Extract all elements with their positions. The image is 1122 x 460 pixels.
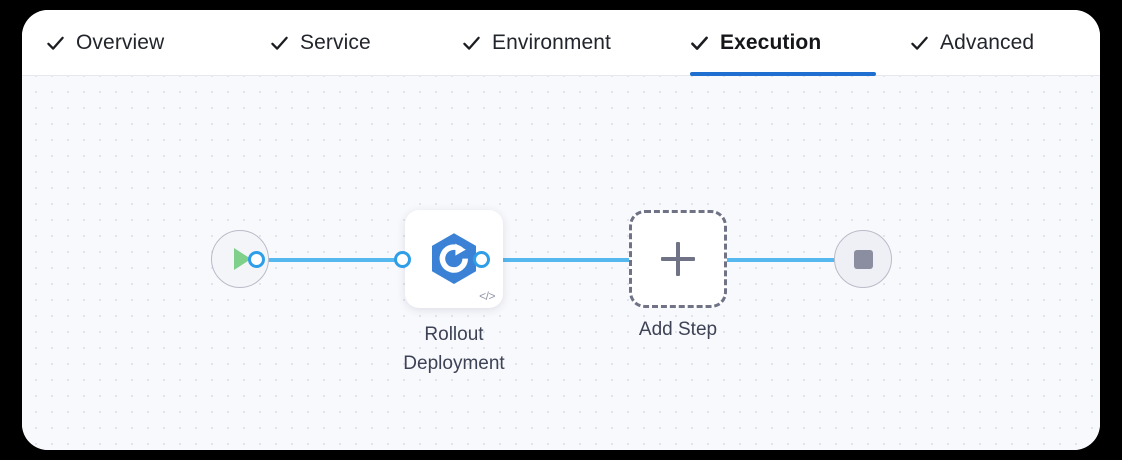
pipeline-edge <box>478 258 684 262</box>
connector-port-step-input[interactable] <box>394 251 411 268</box>
step-label-line-2: Deployment <box>403 353 505 374</box>
add-step-button[interactable] <box>629 210 727 308</box>
tab-environment[interactable]: Environment <box>462 10 652 76</box>
tab-label: Advanced <box>940 31 1035 54</box>
check-icon <box>462 34 481 53</box>
connector-port-start-output[interactable] <box>248 251 265 268</box>
tab-execution[interactable]: Execution <box>690 10 876 76</box>
code-badge-icon: </> <box>479 289 495 303</box>
pipeline-start-node[interactable] <box>211 230 269 288</box>
wizard-tab-bar: Overview Service Environment <box>22 10 1100 76</box>
check-icon <box>910 34 929 53</box>
pipeline-edge <box>253 258 409 262</box>
tab-label: Execution <box>720 31 822 54</box>
check-icon <box>46 34 65 53</box>
pipeline-step-node-rollout-deployment[interactable]: </> <box>405 210 503 308</box>
plus-icon <box>661 242 695 276</box>
rollout-deployment-icon <box>405 210 503 308</box>
tab-label: Service <box>300 31 371 54</box>
check-icon <box>270 34 289 53</box>
add-step-label: Add Step <box>638 319 718 340</box>
pipeline-canvas[interactable]: </> Rollout Deployment Add Step <box>22 76 1100 450</box>
pipeline-edge <box>704 258 868 262</box>
check-icon <box>690 34 709 53</box>
tab-advanced[interactable]: Advanced <box>910 10 1072 76</box>
pipeline-step-node-label: Rollout Deployment <box>355 320 553 378</box>
tab-label: Overview <box>76 31 165 54</box>
play-icon <box>234 248 251 270</box>
wizard-card: Overview Service Environment <box>22 10 1100 450</box>
pipeline-end-node[interactable] <box>834 230 892 288</box>
tab-service[interactable]: Service <box>270 10 408 76</box>
tab-active-underline <box>690 72 876 76</box>
connector-port-step-output[interactable] <box>473 251 490 268</box>
stop-icon <box>853 249 873 269</box>
tab-label: Environment <box>492 31 611 54</box>
step-label-line-1: Rollout <box>424 324 484 345</box>
tab-overview[interactable]: Overview <box>46 10 206 76</box>
